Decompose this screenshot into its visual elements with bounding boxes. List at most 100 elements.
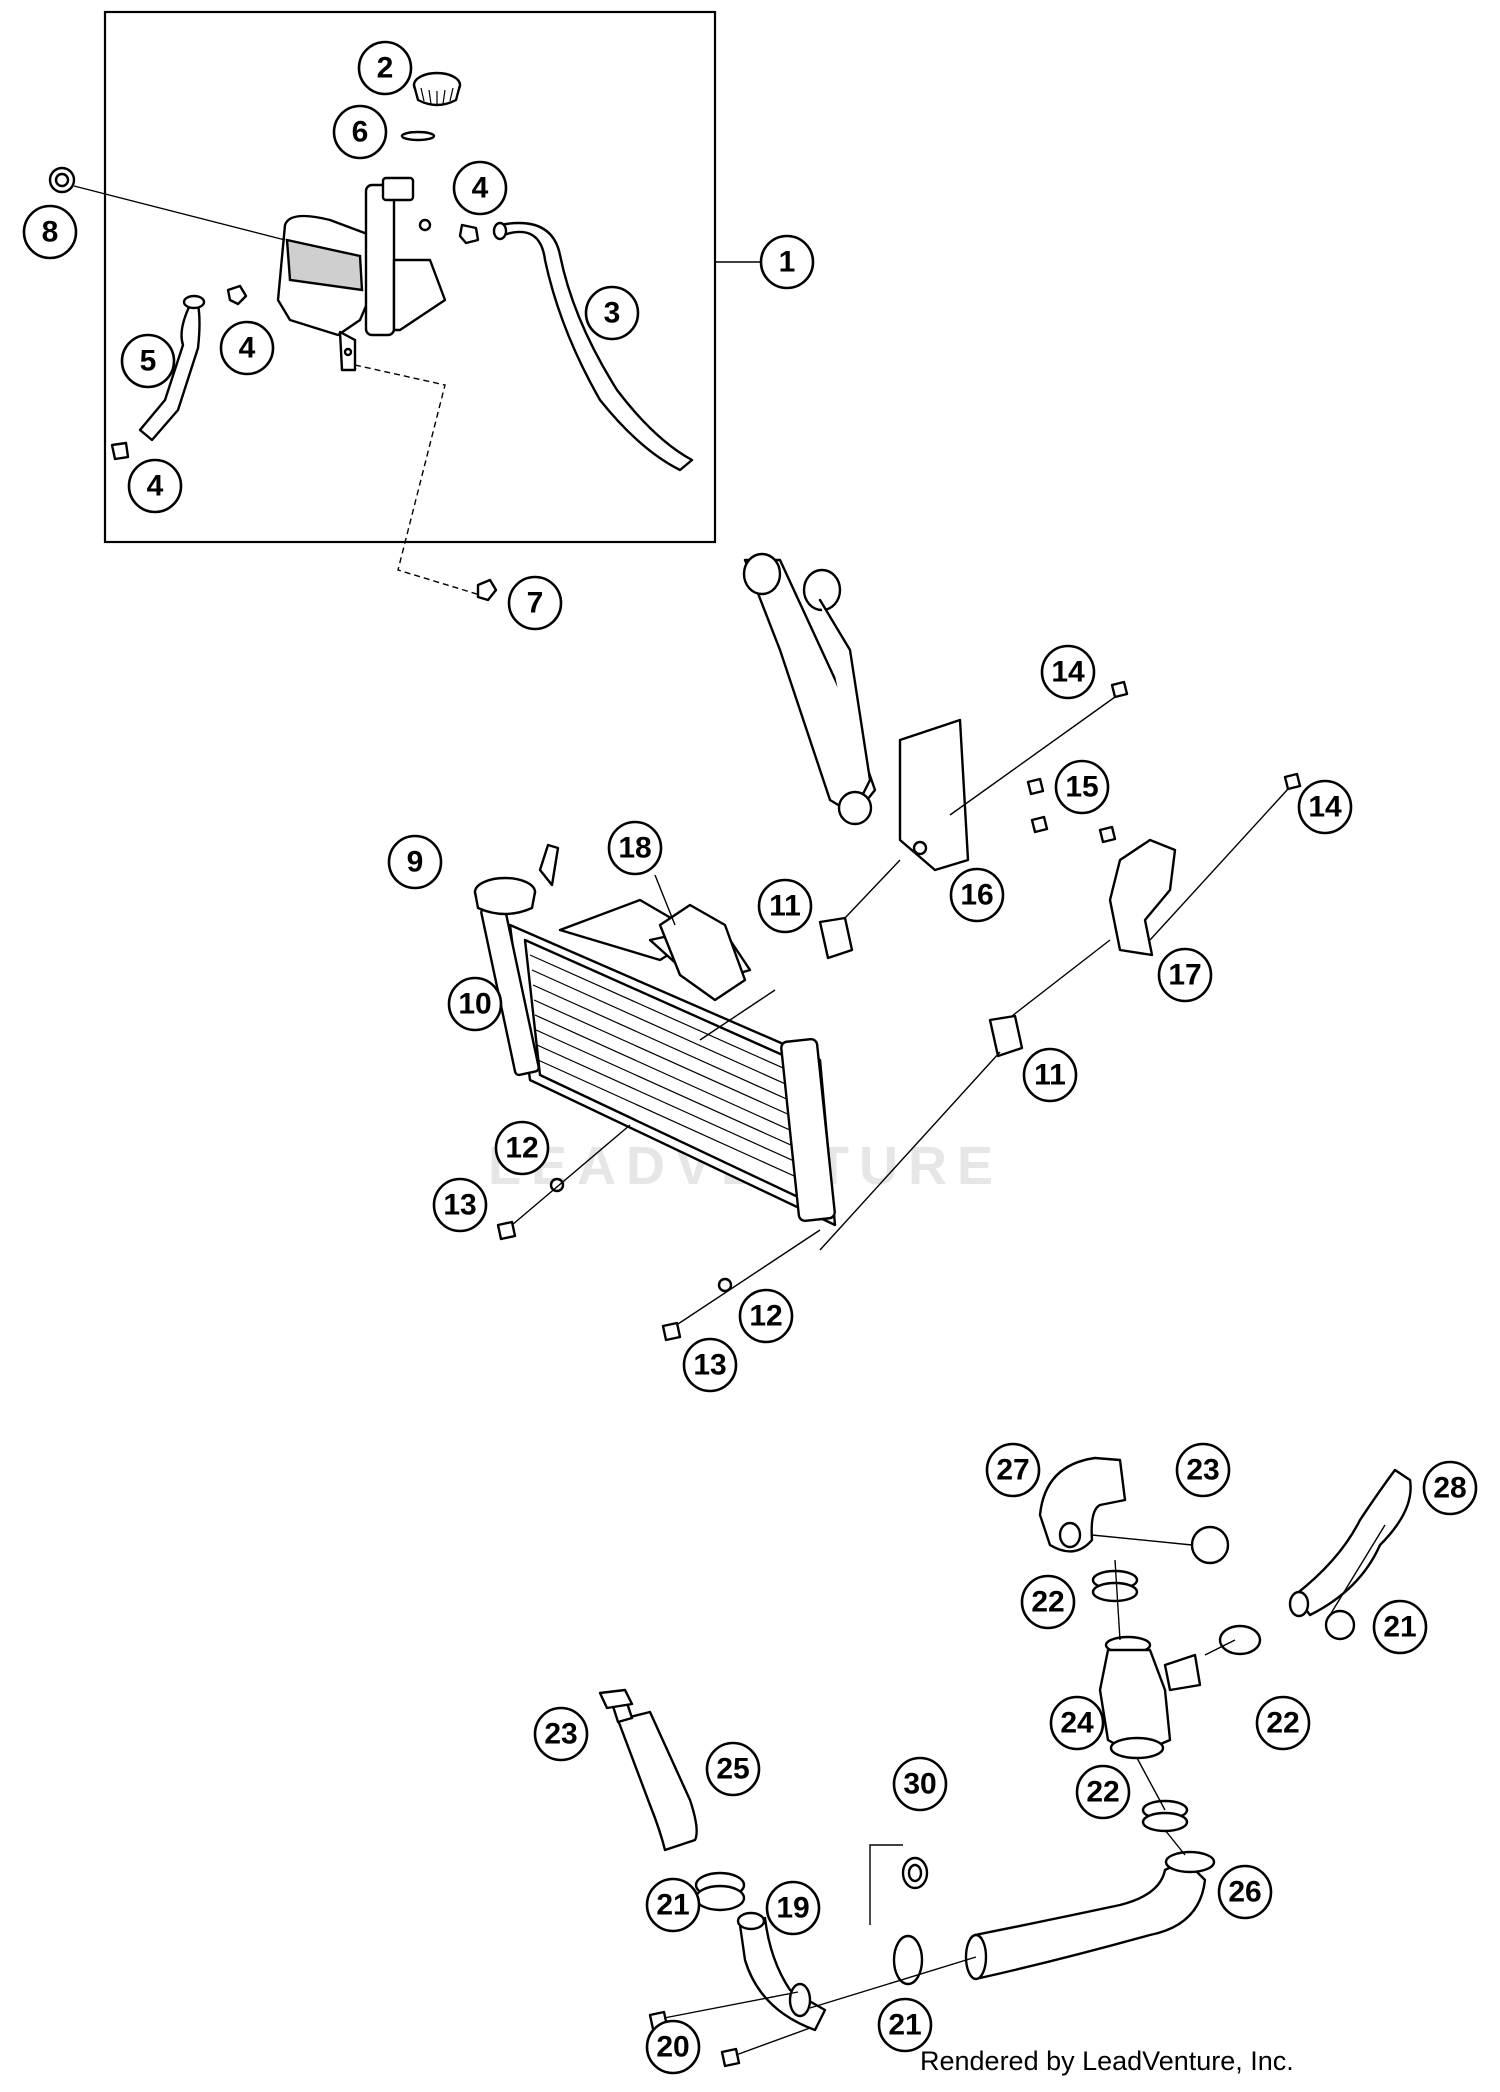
callout-22b: 22 [1255,1695,1311,1751]
callout-10: 10 [447,976,503,1032]
hose-clamp [458,223,480,245]
clamp-22b [1218,1624,1262,1656]
svg-text:18: 18 [618,832,651,865]
svg-text:22: 22 [1266,1707,1299,1740]
callout-13b: 13 [682,1337,738,1393]
svg-text:23: 23 [1186,1454,1219,1487]
tank-hose [138,303,201,442]
svg-text:22: 22 [1086,1776,1119,1809]
svg-text:27: 27 [996,1454,1029,1487]
svg-text:11: 11 [1034,1059,1066,1092]
expansion-tank [276,176,447,372]
nut-13b [661,1321,682,1342]
bolt-14 [1110,680,1129,699]
svg-text:23: 23 [544,1718,577,1751]
callout-22c: 22 [1075,1764,1131,1820]
svg-text:20: 20 [656,2031,689,2064]
radiator [480,898,837,1227]
hose-end-sleeve [110,441,130,461]
nut-15 [1026,777,1045,796]
callout-25: 25 [705,1741,761,1797]
callout-23b: 23 [533,1706,589,1762]
callout-22a: 22 [1020,1574,1076,1630]
clamp-23 [1190,1525,1230,1565]
svg-text:12: 12 [505,1132,538,1165]
thermostat-housing [1098,1635,1202,1760]
svg-text:12: 12 [749,1300,782,1333]
callout-20: 20 [645,2019,701,2075]
svg-text:4: 4 [147,470,164,503]
callout-5: 5 [120,333,176,389]
svg-text:19: 19 [776,1892,809,1925]
callout-11b: 11 [1022,1047,1078,1103]
clamp-21a [1324,1609,1356,1641]
callout-24: 24 [1049,1695,1105,1751]
rubber-bush [818,916,854,960]
radiator-bracket [742,552,970,872]
callout-21a: 21 [645,1877,701,1933]
callout-12a: 12 [494,1120,550,1176]
svg-text:3: 3 [604,297,621,330]
callout-23a: 23 [1175,1442,1231,1498]
callout-21b: 21 [877,1997,933,2053]
svg-text:5: 5 [140,345,157,378]
svg-text:17: 17 [1168,959,1201,992]
callout-27: 27 [985,1442,1041,1498]
callout-4b: 4 [219,320,275,376]
svg-text:30: 30 [903,1768,936,1801]
fan-motor [658,903,747,1002]
svg-text:15: 15 [1065,771,1098,804]
callout-14a: 14 [1040,644,1096,700]
callout-8: 8 [22,204,78,260]
svg-text:4: 4 [472,172,489,205]
callout-6: 6 [332,104,388,160]
callout-7: 7 [507,575,563,631]
svg-text:13: 13 [693,1349,726,1382]
callout-4a: 4 [452,160,508,216]
svg-text:8: 8 [42,216,59,249]
callout-18: 18 [607,820,663,876]
svg-text:24: 24 [1060,1707,1094,1740]
svg-text:6: 6 [352,116,369,149]
callout-16: 16 [949,867,1005,923]
bracket-17 [1108,838,1177,957]
callout-21c: 21 [1372,1599,1428,1655]
svg-text:22: 22 [1031,1586,1064,1619]
expansion-tank-group-box [103,10,717,544]
rubber-bush-2 [988,1014,1024,1058]
callout-3: 3 [584,285,640,341]
callout-1: 1 [759,234,815,290]
clamp-21c [892,1934,924,1986]
svg-text:7: 7 [527,587,544,620]
overflow-hose [496,221,694,472]
tank-cap [412,71,462,107]
svg-text:1: 1 [779,246,796,279]
pipe-19 [738,1916,827,2032]
svg-text:14: 14 [1308,791,1342,824]
radiator-cap [473,843,560,916]
svg-text:14: 14 [1051,656,1085,689]
svg-text:9: 9 [407,846,424,879]
svg-text:21: 21 [888,2009,921,2042]
nut-15b [1030,815,1049,834]
svg-text:28: 28 [1433,1472,1466,1505]
callout-13a: 13 [432,1177,488,1233]
washer-12 [549,1177,565,1193]
svg-text:11: 11 [769,890,801,923]
svg-text:2: 2 [377,52,394,85]
callout-14b: 14 [1297,779,1353,835]
bolt-20b [720,2047,741,2068]
svg-text:13: 13 [443,1189,476,1222]
nut-13 [496,1220,517,1241]
svg-text:21: 21 [1383,1611,1416,1644]
svg-text:16: 16 [960,879,993,912]
credit-line: Rendered by LeadVenture, Inc. [920,2046,1294,2076]
hose-25 [616,1710,698,1852]
bolt-14b [1283,772,1302,791]
callout-4c: 4 [127,458,183,514]
svg-text:4: 4 [239,332,256,365]
washer-12b [717,1277,733,1293]
callout-12b: 12 [738,1288,794,1344]
callout-11a: 11 [757,878,813,934]
